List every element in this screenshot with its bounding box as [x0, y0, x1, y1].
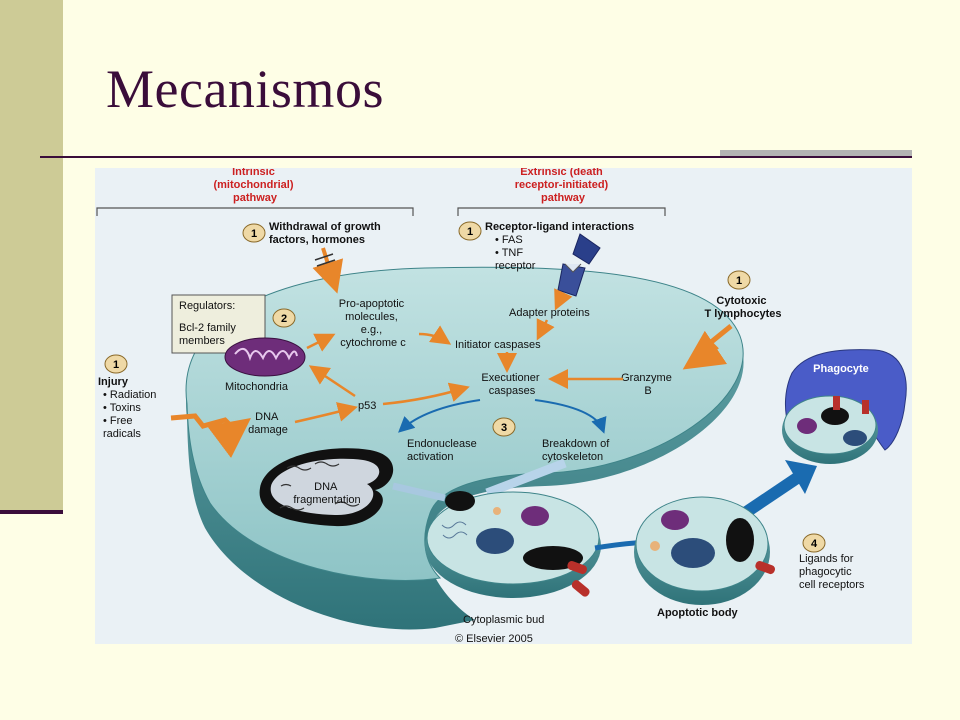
executioner-to-endonuclease-arrow	[398, 399, 481, 433]
title-underline-accent	[720, 150, 912, 158]
dna-fragmentation-label: DNA fragmentation	[293, 481, 360, 506]
fragmented-nucleus-icon	[259, 448, 394, 527]
svg-text:1: 1	[251, 228, 257, 240]
intrinsic-header: Intrinsic (mitochondrial) pathway	[213, 168, 296, 204]
cytoplasmic-bud-label: Cytoplasmic bud	[463, 614, 544, 626]
mito-to-pro-apoptotic-arrow	[306, 333, 336, 352]
apoptotic-body-label: Apoptotic body	[657, 607, 739, 619]
intrinsic-bracket	[96, 207, 414, 216]
step-badge-3: 3	[492, 417, 516, 437]
p53-to-executioner-arrow	[382, 382, 470, 406]
receptor-items: • FAS • TNF receptor	[495, 234, 536, 272]
mitochondria-label: Mitochondria	[225, 381, 289, 393]
executioner-to-cytoskeleton-arrow	[534, 399, 607, 434]
title-underline	[40, 156, 720, 158]
injury-lightning-arrow	[170, 413, 251, 458]
body-to-phagocyte-arrow	[741, 471, 804, 518]
svg-text:Regulators: Bcl-2 family: Regulators: Bcl-2 family members	[179, 300, 239, 347]
endonuclease-label: Endonuclease activation	[407, 438, 480, 463]
tnf-receptor-icon	[557, 233, 601, 297]
phagocyte-label: Phagocyte	[813, 363, 869, 375]
extrinsic-bracket	[457, 207, 666, 216]
initiator-caspases-label: Initiator caspases	[455, 339, 541, 351]
cytoskeleton-to-bud-arrow	[485, 458, 567, 498]
svg-text:2: 2	[281, 313, 287, 325]
body-to-phagocyte-arrowhead	[785, 460, 817, 494]
withdrawal-arrow	[312, 247, 344, 294]
p53-to-mito-arrow	[308, 365, 356, 398]
step-badge-2: 2	[272, 308, 296, 328]
title-underline-accent-line	[720, 156, 912, 158]
receptor-title: Receptor-ligand interactions	[485, 221, 634, 233]
svg-text:1: 1	[736, 275, 742, 287]
svg-text:4: 4	[811, 538, 818, 550]
dna-to-p53-arrow	[294, 402, 358, 424]
receptor-arrow	[554, 288, 573, 311]
p53-label: p53	[358, 400, 376, 412]
slide-title: Mecanismos	[106, 59, 384, 119]
withdrawal-block-mark	[314, 253, 336, 267]
svg-text:1: 1	[467, 226, 473, 238]
svg-text:1: 1	[113, 359, 119, 371]
slide-side-rule	[0, 510, 63, 514]
step-badge-4: 4	[802, 533, 826, 553]
mitochondria-icon	[224, 337, 306, 377]
granzyme-label: Granzyme B	[621, 372, 675, 397]
cytotoxic-label: Cytotoxic T lymphocytes	[704, 295, 781, 320]
apoptosis-diagram: Intrinsic (mitochondrial) pathway Extrin…	[95, 168, 912, 644]
step-badge-1-withdrawal: 1	[242, 223, 266, 243]
svg-text:3: 3	[501, 422, 507, 434]
adapter-to-initiator-arrow	[536, 318, 555, 341]
dna-damage-label: DNA damage	[248, 411, 288, 436]
phagocyte	[782, 349, 907, 464]
copyright-label: © Elsevier 2005	[455, 633, 533, 644]
fragmentation-to-bud-arrow	[392, 482, 446, 502]
step-badge-1-injury: 1	[104, 354, 128, 374]
pro-apoptotic-to-initiator-arrow	[418, 325, 452, 345]
withdrawal-label: Withdrawal of growth factors, hormones	[269, 221, 384, 246]
slide-side-bar	[0, 0, 63, 513]
step-badge-1-receptor: 1	[458, 221, 482, 241]
extrinsic-header: Extrinsic (death receptor-initiated) pat…	[515, 168, 612, 204]
pro-apoptotic-label: Pro-apoptotic molecules, e.g., cytochrom…	[339, 298, 408, 349]
step-badge-1-cytotoxic: 1	[727, 270, 751, 290]
executioner-caspases-label: Executioner caspases	[481, 372, 542, 397]
cytotoxic-lightning-arrow	[682, 324, 733, 370]
cytoplasmic-bud	[425, 491, 601, 598]
apoptotic-body	[634, 496, 775, 605]
adapter-proteins-label: Adapter proteins	[509, 307, 590, 319]
cytoskeleton-label: Breakdown of cytoskeleton	[542, 438, 612, 463]
injury-title: Injury	[98, 376, 129, 388]
ligands-label: Ligands for phagocytic cell receptors	[799, 553, 865, 591]
injury-items: • Radiation • Toxins • Free radicals	[103, 389, 159, 440]
